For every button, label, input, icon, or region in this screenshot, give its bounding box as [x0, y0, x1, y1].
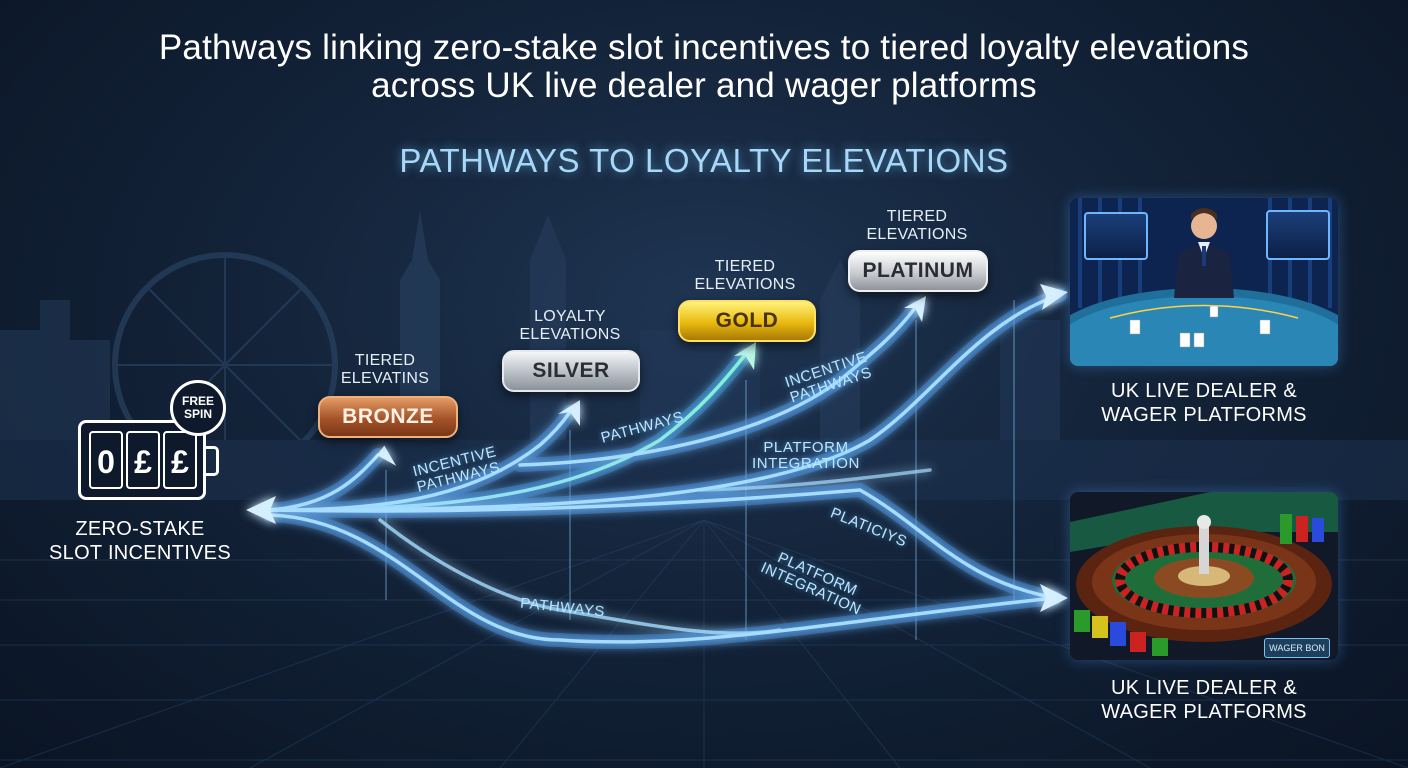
tier-silver-caption: LOYALTY ELEVATIONS — [505, 308, 635, 344]
arrow-left — [246, 496, 276, 524]
chip-stacks — [1074, 514, 1324, 656]
tier-platinum-caption-line-1: TIERED — [886, 208, 948, 225]
tier-gold-caption-line-2: ELEVATIONS — [694, 276, 796, 293]
slot-machine-icon: 0 £ £ — [78, 420, 206, 500]
path-label-platform-integration-1: PLATFORM INTEGRATION — [752, 440, 860, 472]
flow-to-roulette-lower — [268, 513, 1057, 644]
tier-badge-gold: GOLD — [678, 300, 816, 342]
live-dealer-scene — [1070, 198, 1338, 366]
path-label-platform-integration-1-line-1: PLATFORM — [763, 439, 849, 456]
free-spin-line-2: SPIN — [183, 407, 212, 421]
tier-badge-bronze: BRONZE — [318, 396, 458, 438]
mini-screen-left — [1084, 212, 1148, 260]
tier-platinum-caption-line-2: ELEVATIONS — [866, 226, 968, 243]
flow-to-roulette-upper — [268, 488, 1057, 600]
main-title-line-2: across UK live dealer and wager platform… — [371, 66, 1037, 105]
flow-to-bronze — [268, 453, 380, 512]
source-label-line-1: ZERO-STAKE — [75, 518, 205, 540]
destination-2-label-line-1: UK LIVE DEALER & — [1111, 677, 1297, 699]
tier-gold-caption: TIERED ELEVATIONS — [680, 258, 810, 294]
destination-2-label-line-2: WAGER PLATFORMS — [1101, 701, 1307, 723]
tier-bronze-caption: TIERED ELEVATINS — [320, 352, 450, 388]
tier-bronze-caption-line-2: ELEVATINS — [340, 370, 430, 387]
roulette-scene — [1070, 492, 1338, 660]
flow-to-gold — [268, 353, 747, 512]
wager-bonus-tag: WAGER BON — [1264, 638, 1330, 658]
main-title-line-1: Pathways linking zero-stake slot incenti… — [158, 28, 1250, 67]
mini-screen-right — [1266, 210, 1330, 260]
tier-bronze-caption-line-1: TIERED — [354, 352, 416, 369]
destination-1-label: UK LIVE DEALER & WAGER PLATFORMS — [1070, 379, 1338, 427]
slot-handle-icon — [206, 446, 219, 476]
destination-1-label-line-1: UK LIVE DEALER & — [1111, 380, 1297, 402]
source-label-line-2: SLOT INCENTIVES — [49, 542, 231, 564]
path-label-platform-integration-1-line-2: INTEGRATION — [752, 455, 860, 472]
tier-platinum-caption: TIERED ELEVATIONS — [852, 208, 982, 244]
tier-silver-caption-line-1: LOYALTY — [534, 308, 606, 325]
diagram-subtitle: PATHWAYS TO LOYALTY ELEVATIONS — [399, 142, 1009, 179]
destination-1-label-line-2: WAGER PLATFORMS — [1101, 404, 1307, 426]
tier-gold-caption-line-1: TIERED — [714, 258, 776, 275]
roulette-wheel-image: WAGER BON — [1070, 492, 1338, 660]
flow-to-platinum — [518, 306, 917, 467]
flow-to-live-dealer — [268, 293, 1062, 512]
tier-badge-silver: SILVER — [502, 350, 640, 392]
live-dealer-blackjack-image — [1070, 198, 1338, 366]
free-spin-badge-icon: FREE SPIN — [170, 380, 226, 436]
tier-badge-platinum: PLATINUM — [848, 250, 988, 292]
reel-3: £ — [163, 431, 197, 489]
arrowheads — [246, 284, 1068, 612]
reel-2: £ — [126, 431, 160, 489]
free-spin-line-1: FREE — [181, 394, 214, 408]
destination-2-label: UK LIVE DEALER & WAGER PLATFORMS — [1070, 676, 1338, 724]
tier-silver-caption-line-2: ELEVATIONS — [519, 326, 621, 343]
reel-1: 0 — [89, 431, 123, 489]
source-label: ZERO-STAKE SLOT INCENTIVES — [30, 517, 250, 565]
